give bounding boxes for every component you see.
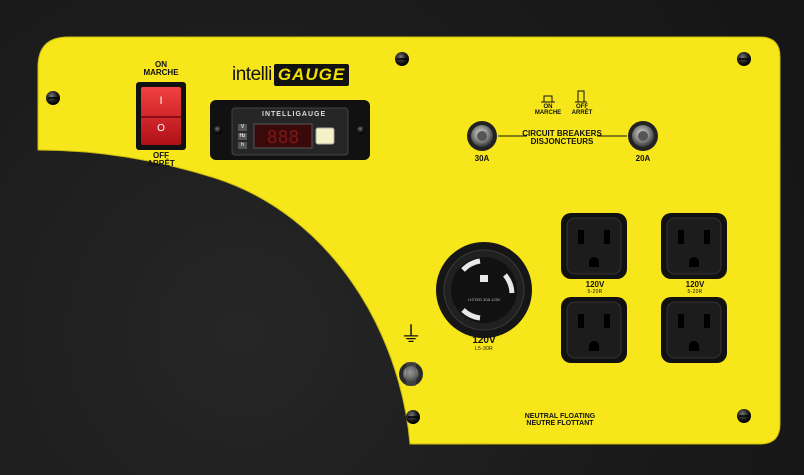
outlet-bottom-right[interactable] [661, 297, 727, 363]
switch-on-glyph: I [159, 95, 163, 107]
twistlock-inner-text: LISTED 30A 125V [468, 297, 501, 302]
outlet-top-right[interactable] [661, 213, 727, 279]
screw-icon [737, 409, 751, 423]
screw-icon [737, 52, 751, 66]
intelligauge-display: 888 [210, 100, 370, 160]
twistlock-model-label: L5-30R [474, 346, 494, 352]
switch-off-glyph: O [157, 123, 165, 134]
twistlock-voltage-label: 120V [472, 335, 496, 346]
gauge-button-hz[interactable]: Hz [239, 133, 246, 139]
outlet-left-voltage-label: 120V [585, 280, 605, 289]
screw-icon [406, 410, 420, 424]
outlet-right-voltage-label: 120V [685, 280, 705, 289]
breaker-20a-button[interactable] [628, 121, 658, 151]
breaker-off-pictogram-icon [575, 90, 587, 103]
breaker-30a-label: 30A [474, 154, 490, 163]
outlet-right-model-label: 5-20R [687, 289, 703, 295]
svg-text:888: 888 [267, 127, 300, 148]
gauge-button-h[interactable]: h [240, 142, 245, 148]
gauge-title: INTELLIGAUGE [262, 111, 327, 118]
twistlock-outlet-l5-30r[interactable] [436, 242, 532, 338]
breaker-30a-button[interactable] [467, 121, 497, 151]
ground-symbol-icon: ⏚ [399, 323, 422, 348]
outlet-left-model-label: 5-20R [587, 289, 603, 295]
screw-icon [395, 52, 409, 66]
outlet-bottom-left[interactable] [561, 297, 627, 363]
screw-icon [46, 91, 60, 105]
outlet-top-left[interactable] [561, 213, 627, 279]
breaker-20a-label: 20A [635, 154, 651, 163]
gauge-button-v[interactable]: V [240, 124, 245, 130]
power-rocker-switch[interactable] [136, 82, 186, 150]
breaker-on-pictogram-icon [541, 95, 555, 103]
ground-lug-terminal[interactable] [399, 362, 423, 386]
